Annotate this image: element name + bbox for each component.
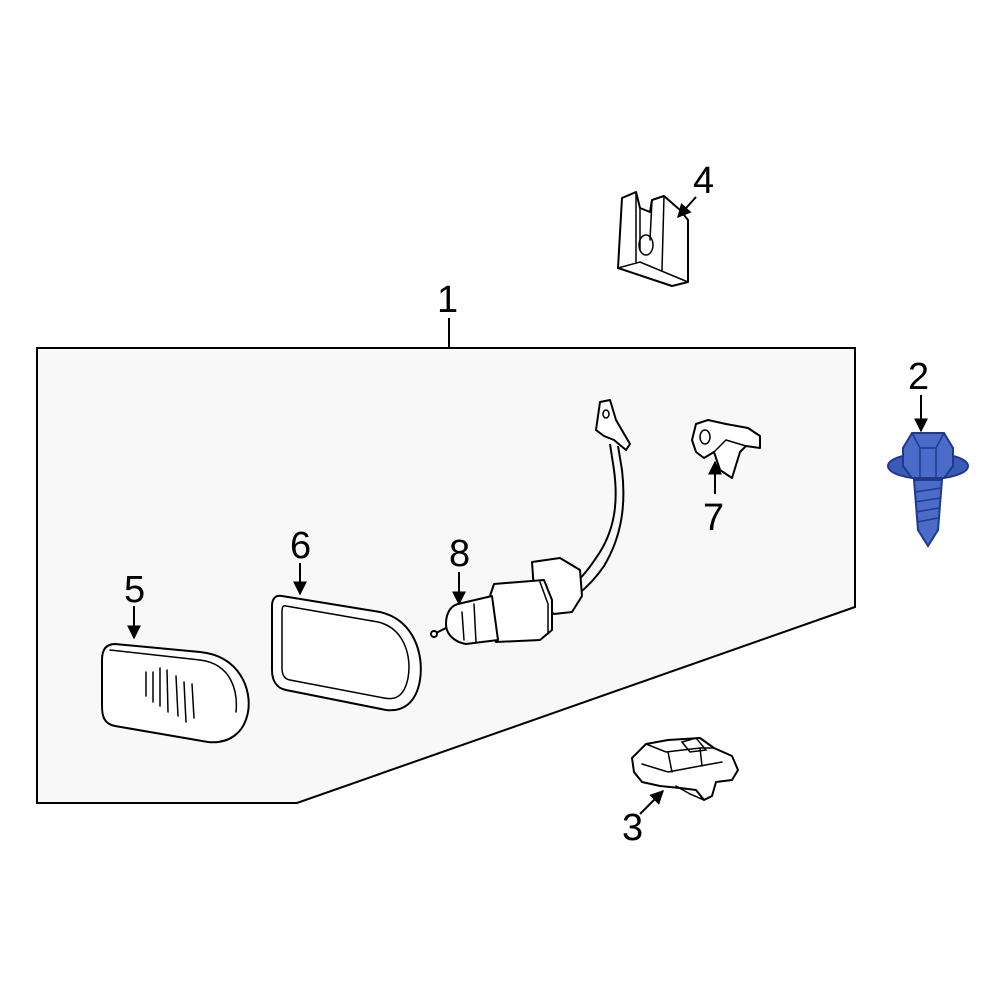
callout-6[interactable]: 6 [290, 525, 311, 567]
gasket-part-6[interactable] [271, 594, 422, 712]
clip-part-7[interactable] [691, 419, 761, 479]
bulb-part-8[interactable] [430, 399, 631, 645]
lens-part-5[interactable] [101, 643, 250, 744]
callout-3[interactable]: 3 [622, 807, 643, 849]
nut-clip-part-3[interactable] [631, 737, 739, 801]
callout-2[interactable]: 2 [908, 356, 929, 398]
callout-4[interactable]: 4 [693, 160, 714, 202]
assembly-panel [36, 347, 856, 804]
clip-part-4[interactable] [617, 191, 689, 287]
callout-5[interactable]: 5 [124, 569, 145, 611]
callout-4-leader [677, 196, 697, 219]
callout-1[interactable]: 1 [437, 279, 458, 321]
callout-3-leader [639, 790, 664, 815]
bolt-part-2[interactable] [887, 432, 969, 548]
callout-7[interactable]: 7 [703, 497, 724, 539]
callout-8[interactable]: 8 [449, 533, 470, 575]
